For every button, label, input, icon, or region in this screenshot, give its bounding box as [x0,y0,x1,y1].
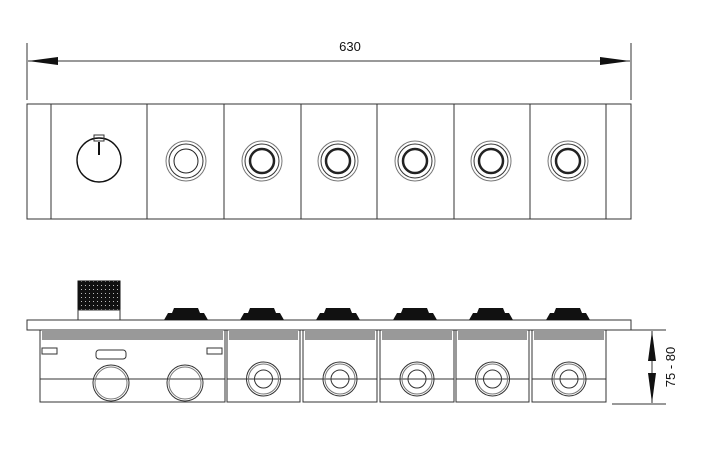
top-panel-outline [26,103,632,220]
push-button-top [394,140,436,182]
left-module [39,329,226,403]
push-button-top [470,140,512,182]
button-cap-side [240,308,284,320]
push-button-top [547,140,589,182]
height-dimension: 75 - 80 [612,329,678,405]
width-label: 630 [339,39,361,54]
top-plate [26,319,632,331]
button-module-side [455,329,530,403]
push-button-top [241,140,283,182]
top-view [26,103,632,220]
rotary-knob [76,134,122,183]
button-cap-side [546,308,590,320]
button-cap-side [469,308,513,320]
button-module-side [531,329,607,403]
button-cap-side [316,308,360,320]
button-cap-side [164,308,208,320]
knurled-knob [77,280,121,321]
button-cap-side [393,308,437,320]
side-view [26,280,632,403]
button-module-side [302,329,378,403]
height-label: 75 - 80 [663,347,678,387]
button-module-side [379,329,455,403]
width-dimension: 630 [26,39,632,100]
push-button-top [165,140,207,182]
button-module-side [226,329,301,403]
push-button-top [317,140,359,182]
